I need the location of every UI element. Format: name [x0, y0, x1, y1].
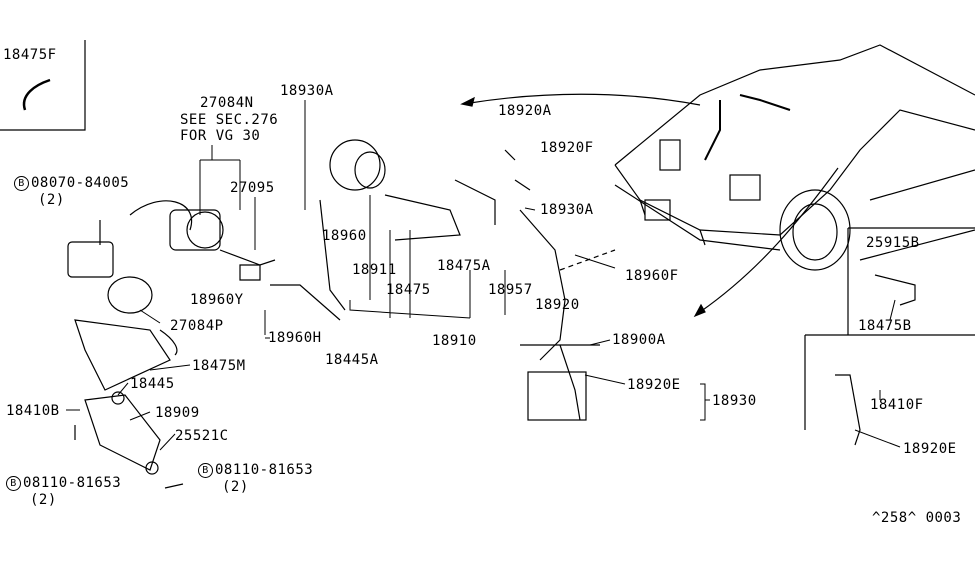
callout-18920: 18920 — [535, 297, 580, 313]
callout-18445A: 18445A — [325, 352, 379, 368]
callout-27095: 27095 — [230, 180, 275, 196]
callout-18475M: 18475M — [192, 358, 246, 374]
callout-18960F: 18960F — [625, 268, 679, 284]
callout-qty: (2) — [38, 192, 65, 208]
callout-18910: 18910 — [432, 333, 477, 349]
callout-18960H: 18960H — [268, 330, 322, 346]
callout-27084N: 27084N — [200, 95, 254, 111]
callout-25915B: 25915B — [866, 235, 920, 251]
callout-18960Y: 18960Y — [190, 292, 244, 308]
callout-18911: 18911 — [352, 262, 397, 278]
vehicle-outline — [614, 44, 975, 271]
inset-parts-right — [835, 274, 916, 446]
callout-18475F: 18475F — [3, 47, 57, 63]
callout-18475: 18475 — [386, 282, 431, 298]
arrow-down — [699, 167, 839, 313]
callout-18410B: 18410B — [6, 403, 60, 419]
callout-text: 08070-84005 — [31, 175, 130, 191]
inset-harness — [22, 78, 51, 111]
actuator-assembly — [67, 200, 276, 489]
callout-qty: (2) — [30, 492, 57, 508]
callout-18930: 18930 — [712, 393, 757, 409]
callout-18920F: 18920F — [540, 140, 594, 156]
callout-18920E-2: 18920E — [903, 441, 957, 457]
inset-frame-right — [804, 227, 975, 430]
callout-18930A-2: 18930A — [540, 202, 594, 218]
callout-text: 08110-81653 — [215, 462, 314, 478]
bolt-symbol-icon: B — [14, 176, 29, 191]
callout-18960: 18960 — [322, 228, 367, 244]
cable-assembly — [270, 139, 616, 421]
callout-note-for-vg30: FOR VG 30 — [180, 128, 261, 144]
bolt-symbol-icon: B — [6, 476, 21, 491]
callout-18920A: 18920A — [498, 103, 552, 119]
bolt-symbol-icon: B — [198, 463, 213, 478]
callout-18410F: 18410F — [870, 397, 924, 413]
callout-18920E: 18920E — [627, 377, 681, 393]
callout-text: 08110-81653 — [23, 475, 122, 491]
callout-18957: 18957 — [488, 282, 533, 298]
diagram-code: ^258^ 0003 — [872, 510, 962, 526]
inset-frame-left — [0, 40, 86, 131]
leader-lines — [66, 100, 901, 451]
callout-18909: 18909 — [155, 405, 200, 421]
callout-18475B: 18475B — [858, 318, 912, 334]
callout-27084P: 27084P — [170, 318, 224, 334]
callout-18930A: 18930A — [280, 83, 334, 99]
callout-qty: (2) — [222, 479, 249, 495]
callout-18900A: 18900A — [612, 332, 666, 348]
callout-18445: 18445 — [130, 376, 175, 392]
callout-25521C: 25521C — [175, 428, 229, 444]
arrow-left — [469, 93, 701, 106]
callout-18475A: 18475A — [437, 258, 491, 274]
callout-note-see-sec: SEE SEC.276 — [180, 112, 279, 128]
